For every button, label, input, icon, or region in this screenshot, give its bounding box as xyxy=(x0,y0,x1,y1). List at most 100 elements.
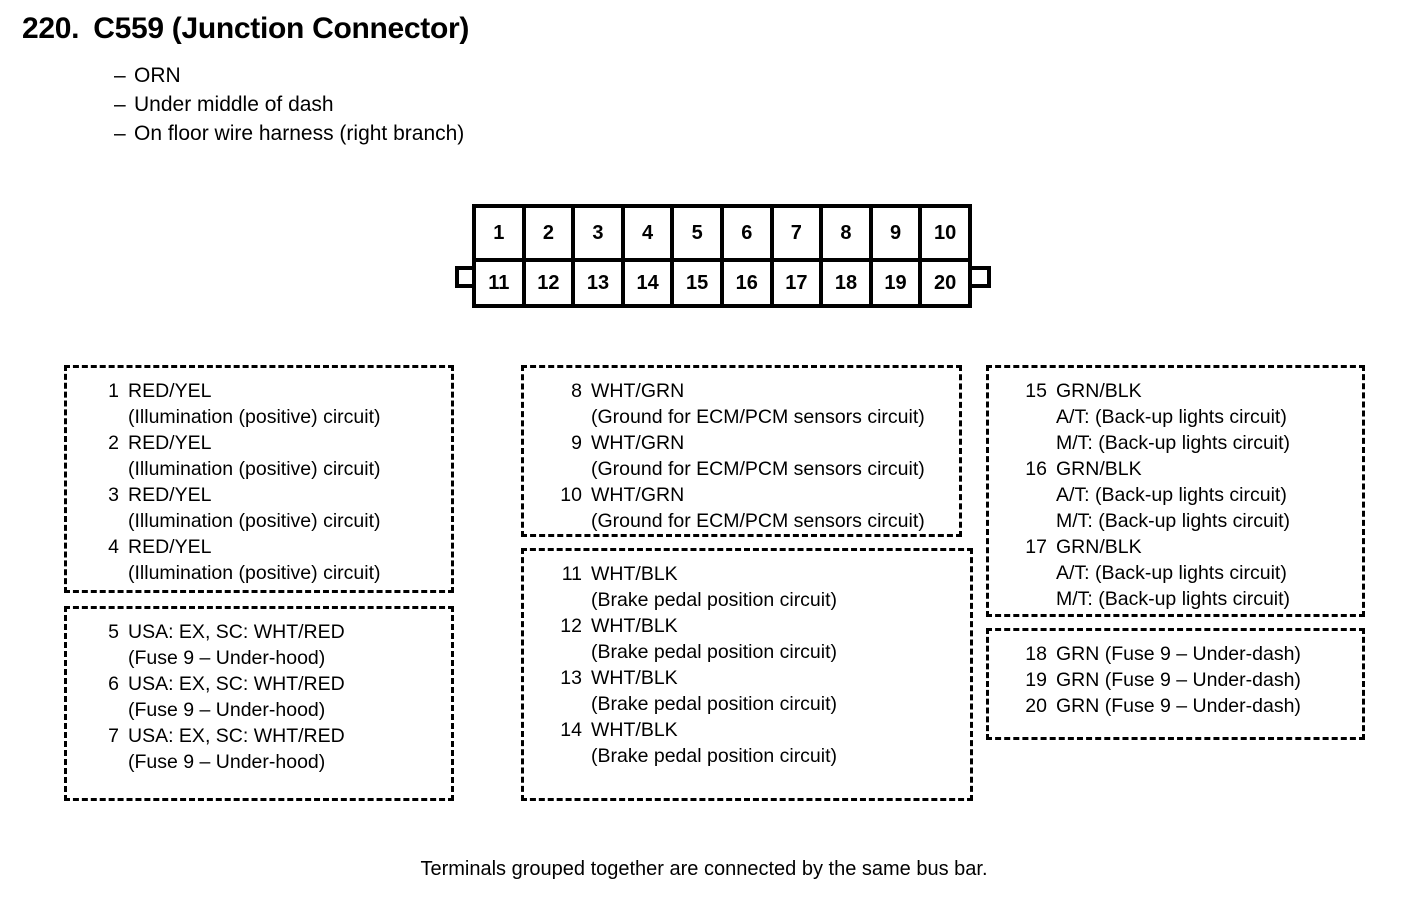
connector-pin-7[interactable]: 7 xyxy=(773,208,824,258)
connector-pin-15[interactable]: 15 xyxy=(674,262,724,304)
connector-detail-text: ORN xyxy=(134,64,181,87)
connector-pin-5[interactable]: 5 xyxy=(674,208,724,258)
legend-entry-pin-10: 10 WHT/GRN (Ground for ECM/PCM sensors cir… xyxy=(540,482,959,534)
connector-pin-20[interactable]: 20 xyxy=(922,262,968,304)
legend-pin-number: 10 xyxy=(560,484,582,506)
connector-pin-13[interactable]: 13 xyxy=(575,262,625,304)
legend-description-line: A/T: (Back-up lights circuit) xyxy=(1056,562,1287,584)
legend-description-line: GRN/BLK xyxy=(1056,458,1142,480)
legend-pin-description: USA: EX, SC: WHT/RED(Fuse 9 – Under-hood… xyxy=(128,671,451,723)
legend-pin-number: 16 xyxy=(1025,458,1047,480)
legend-pin-number: 5 xyxy=(108,621,119,643)
legend-pin-description: RED/YEL(Illumination (positive) circuit) xyxy=(128,378,451,430)
connector-pin-19[interactable]: 19 xyxy=(872,262,923,304)
legend-description-line: USA: EX, SC: WHT/RED xyxy=(128,725,345,747)
legend-pin-number: 19 xyxy=(1025,669,1047,691)
connector-pin-17[interactable]: 17 xyxy=(773,262,824,304)
connector-pin-11[interactable]: 11 xyxy=(476,262,526,304)
legend-description-line: RED/YEL xyxy=(128,536,212,558)
legend-entry-pin-8: 8 WHT/GRN(Ground for ECM/PCM sensors circ… xyxy=(540,378,959,430)
legend-description-line: USA: EX, SC: WHT/RED xyxy=(128,621,345,643)
connector-left-tab-icon xyxy=(455,266,476,288)
legend-pin-number: 15 xyxy=(1025,380,1047,402)
legend-pin-number: 13 xyxy=(560,667,582,689)
legend-description-line: (Ground for ECM/PCM sensors circuit) xyxy=(591,406,925,428)
connector-pin-2[interactable]: 2 xyxy=(525,208,576,258)
legend-description-line: (Ground for ECM/PCM sensors circuit) xyxy=(591,510,925,532)
connector-detail-text: Under middle of dash xyxy=(134,93,334,116)
connector-title: C559 (Junction Connector) xyxy=(93,12,470,45)
legend-pin-description: GRN (Fuse 9 – Under-dash) xyxy=(1056,641,1362,667)
legend-pin-number: 2 xyxy=(108,432,119,454)
connector-pin-14[interactable]: 14 xyxy=(624,262,675,304)
connector-pin-9[interactable]: 9 xyxy=(872,208,923,258)
legend-pin-description: USA: EX, SC: WHT/RED(Fuse 9 – Under-hood… xyxy=(128,619,451,671)
connector-pin-18[interactable]: 18 xyxy=(823,262,873,304)
legend-pin-number: 1 xyxy=(108,380,119,402)
legend-pin-number: 3 xyxy=(108,484,119,506)
legend-description-line: WHT/GRN xyxy=(591,484,685,506)
legend-pin-description: WHT/GRN (Ground for ECM/PCM sensors circu… xyxy=(591,482,959,534)
legend-pin-number: 12 xyxy=(560,615,582,637)
legend-pin-number: 20 xyxy=(1025,695,1047,717)
legend-pin-description: WHT/BLK (Brake pedal position circuit) xyxy=(591,665,970,717)
legend-description-line: (Brake pedal position circuit) xyxy=(591,693,838,715)
connector-pin-12[interactable]: 12 xyxy=(525,262,576,304)
connector-pin-6[interactable]: 6 xyxy=(723,208,774,258)
connector-pin-3[interactable]: 3 xyxy=(575,208,625,258)
legend-description-line: RED/YEL xyxy=(128,432,212,454)
connector-details-list: –ORN–Under middle of dash–On floor wire … xyxy=(114,61,464,148)
legend-description-line: M/T: (Back-up lights circuit) xyxy=(1056,588,1291,610)
connector-pin-4[interactable]: 4 xyxy=(624,208,675,258)
legend-description-line: RED/YEL xyxy=(128,380,212,402)
legend-pin-number: 14 xyxy=(560,719,582,741)
legend-description-line: (Illumination (positive) circuit) xyxy=(128,458,381,480)
connector-detail-text: On floor wire harness (right branch) xyxy=(134,122,465,145)
legend-description-line: WHT/BLK xyxy=(591,615,678,637)
connector-pin-10[interactable]: 10 xyxy=(922,208,968,258)
legend-pin-description: WHT/GRN(Ground for ECM/PCM sensors circu… xyxy=(591,378,959,430)
connector-detail-row: –On floor wire harness (right branch) xyxy=(114,119,464,148)
legend-description-line: WHT/GRN xyxy=(591,432,685,454)
footer-note: Terminals grouped together are connected… xyxy=(420,858,988,880)
legend-description-line: GRN (Fuse 9 – Under-dash) xyxy=(1056,643,1301,665)
connector-pin-1[interactable]: 1 xyxy=(476,208,526,258)
legend-pin-number: 18 xyxy=(1025,643,1047,665)
legend-entry-pin-13: 13 WHT/BLK (Brake pedal position circuit) xyxy=(540,665,970,717)
legend-pin-description: RED/YEL(Illumination (positive) circuit) xyxy=(128,534,451,586)
legend-description-line: WHT/BLK xyxy=(591,667,678,689)
legend-pin-number: 8 xyxy=(571,380,582,402)
connector-pin-16[interactable]: 16 xyxy=(723,262,774,304)
dash-icon: – xyxy=(114,93,126,116)
legend-pin-number: 11 xyxy=(561,563,582,585)
connector-pin-8[interactable]: 8 xyxy=(823,208,873,258)
legend-description-line: WHT/BLK xyxy=(591,563,678,585)
legend-pin-description: RED/YEL (Illumination (positive) circuit) xyxy=(128,430,451,482)
legend-description-line: GRN/BLK xyxy=(1056,380,1142,402)
